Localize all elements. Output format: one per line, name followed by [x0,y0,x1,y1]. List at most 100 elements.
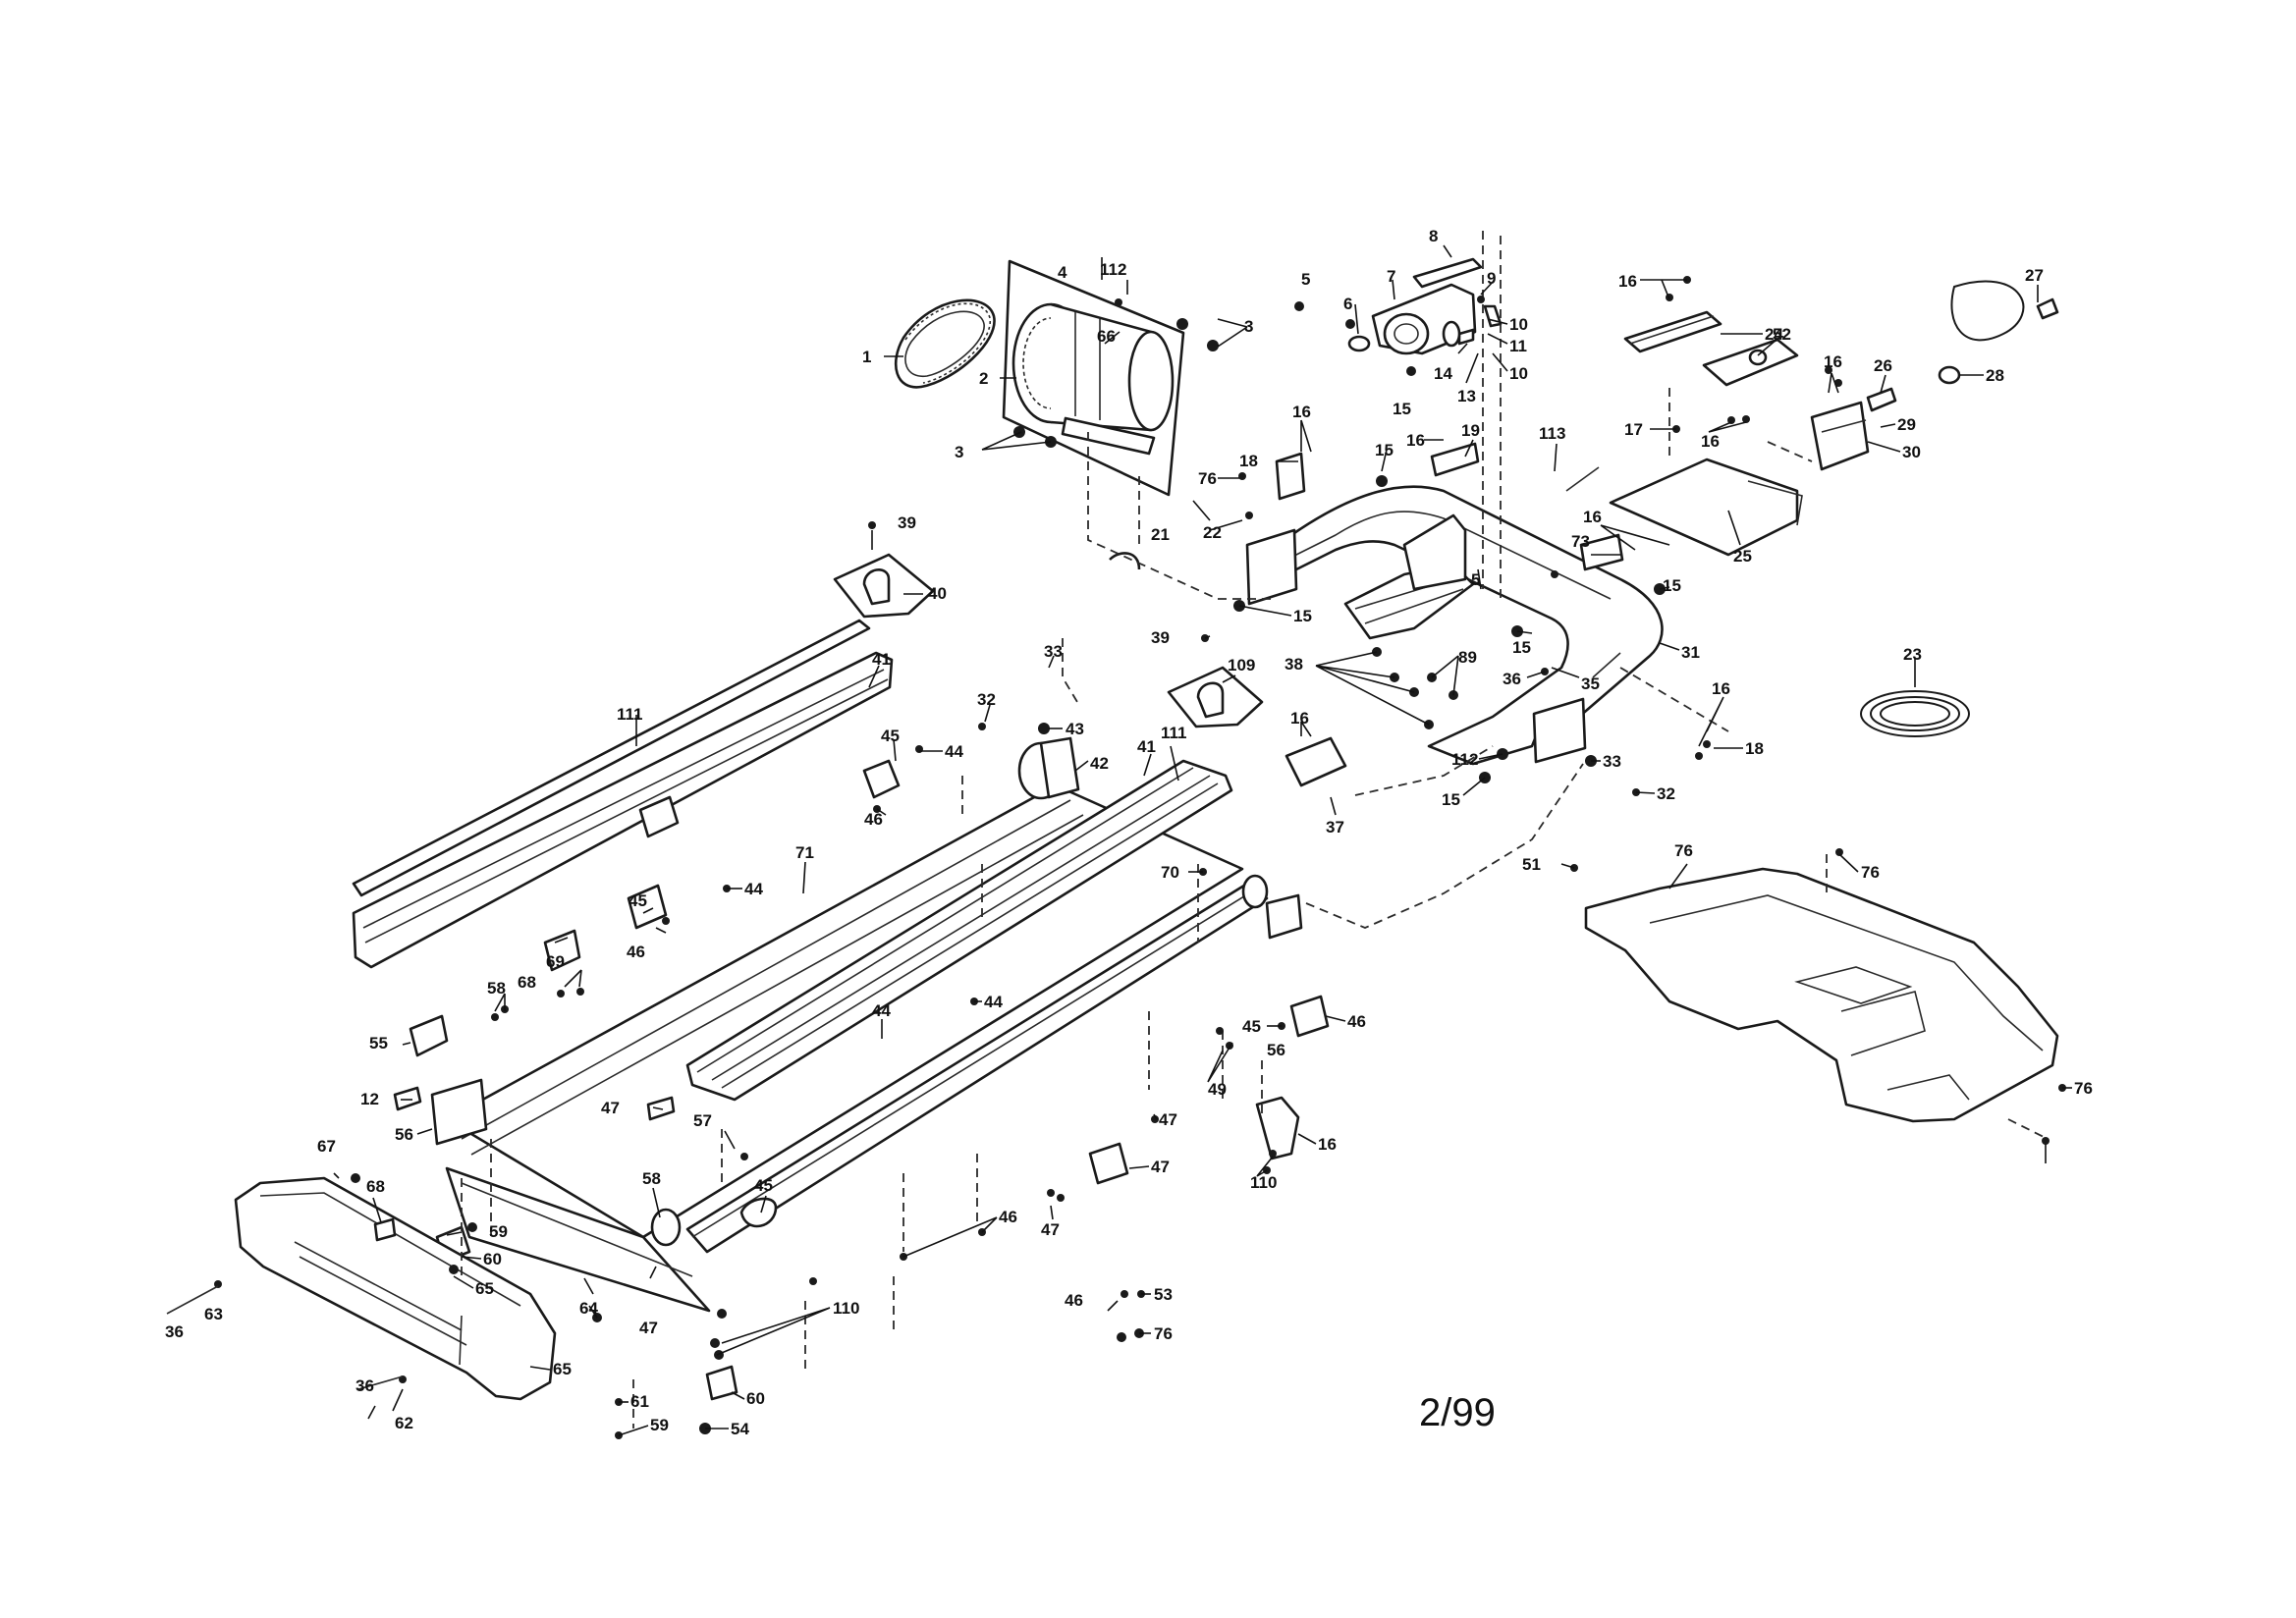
motor-assembly [895,259,1185,497]
callout-label: 67 [317,1137,336,1156]
callout-label: 37 [1326,818,1344,836]
assembly-lines [461,231,2049,1429]
callout-label: 19 [1461,421,1480,440]
callout-label: 76 [1198,469,1217,488]
callout-label: 5 [1301,270,1310,289]
callout-label: 2 [979,369,988,388]
callout-label: 58 [642,1169,661,1188]
callout-label: 62 [395,1414,413,1432]
callout-label: 70 [1161,863,1179,882]
callout-label: 76 [2074,1079,2093,1098]
callout-label: 15 [1393,400,1411,418]
callout-label: 32 [1657,784,1675,803]
callout-label: 66 [1097,327,1116,346]
leader-lines [333,244,2072,1436]
callout-label: 38 [1285,655,1303,674]
deck-assembly [430,736,1303,1313]
main-frame [1245,442,1664,766]
callout-label: 16 [1701,432,1720,451]
callout-label: 68 [518,973,536,992]
callout-label: 5 [1471,570,1480,589]
callout-label: 33 [1603,752,1621,771]
callout-label: 41 [872,650,891,669]
callout-label: 41 [1137,737,1156,756]
callout-label: 60 [746,1389,765,1408]
callout-label: 69 [546,952,565,971]
callout-label: 28 [1986,366,2004,385]
callout-label: 45 [629,891,647,910]
callout-label: 56 [1267,1041,1285,1059]
callout-label: 11 [1509,337,1527,355]
callout-label: 44 [945,742,963,761]
callout-label: 16 [1618,272,1637,291]
callout-label: 44 [872,1001,891,1020]
callout-label: 15 [1375,441,1394,459]
callout-label: 15 [1663,576,1681,595]
callout-label: 43 [1066,720,1084,738]
callout-label: 63 [204,1305,223,1323]
callout-label: 22 [1203,523,1222,542]
callout-label: 46 [1065,1291,1083,1310]
callout-label: 59 [650,1416,669,1434]
callout-label: 9 [1487,269,1496,288]
callout-label: 64 [579,1299,598,1318]
callout-label: 57 [693,1111,712,1130]
callout-label: 15 [1442,790,1460,809]
callout-label: 111 [617,705,643,724]
callout-label: 18 [1745,739,1764,758]
callout-label: 35 [1581,674,1600,693]
callout-label: 47 [639,1319,658,1337]
callout-label: 45 [754,1176,773,1195]
callout-label: 53 [1154,1285,1173,1304]
callout-label: 15 [1293,607,1312,625]
callout-label: 45 [881,727,900,745]
callout-label: 39 [1151,628,1170,647]
callout-label: 46 [627,943,645,961]
left-side-rail [352,553,1264,969]
callout-label: 51 [1522,855,1541,874]
revision-code: 2/99 [1419,1391,1496,1434]
callout-label: 59 [489,1222,508,1241]
callout-label: 26 [1874,356,1892,375]
callout-label: 36 [1503,670,1521,688]
callout-label: 112 [1100,260,1126,279]
callout-label: 39 [898,513,916,532]
callout-label: 14 [1434,364,1452,383]
callout-label: 27 [2025,266,2044,285]
callout-label: 44 [744,880,763,898]
callout-label: 65 [553,1360,572,1378]
callout-label: 8 [1429,227,1438,245]
callout-label: 32 [977,690,996,709]
callout-label: 16 [1583,508,1602,526]
callout-label: 47 [1159,1110,1177,1129]
callout-label: 3 [1244,317,1253,336]
callout-label: 46 [864,810,883,829]
callout-label: 111 [1161,724,1187,742]
callout-label: 47 [601,1099,620,1117]
callout-label: 112 [1451,750,1478,769]
callout-label: 16 [1406,431,1425,450]
callout-label: 33 [1044,642,1063,661]
callout-label: 49 [1208,1080,1227,1099]
incline-motor [1347,257,1503,355]
callout-label: 110 [1250,1173,1277,1192]
callout-label: 16 [1292,403,1311,421]
callout-label: 76 [1154,1324,1173,1343]
callout-label: 76 [1861,863,1880,882]
callout-label: 40 [928,584,947,603]
drive-belt [895,298,996,389]
callout-label: 46 [1347,1012,1366,1031]
callout-label: 52 [1773,325,1791,344]
callout-label: 13 [1457,387,1476,405]
callout-label: 1 [862,348,871,366]
callout-label: 36 [165,1322,184,1341]
callout-label: 109 [1228,656,1255,674]
callout-label: 55 [369,1034,388,1052]
callout-label: 16 [1318,1135,1337,1154]
callout-label: 73 [1571,532,1590,551]
callout-label: 6 [1343,295,1352,313]
callout-label: 113 [1539,424,1565,443]
callout-label: 60 [483,1250,502,1268]
callout-label: 44 [984,993,1003,1011]
